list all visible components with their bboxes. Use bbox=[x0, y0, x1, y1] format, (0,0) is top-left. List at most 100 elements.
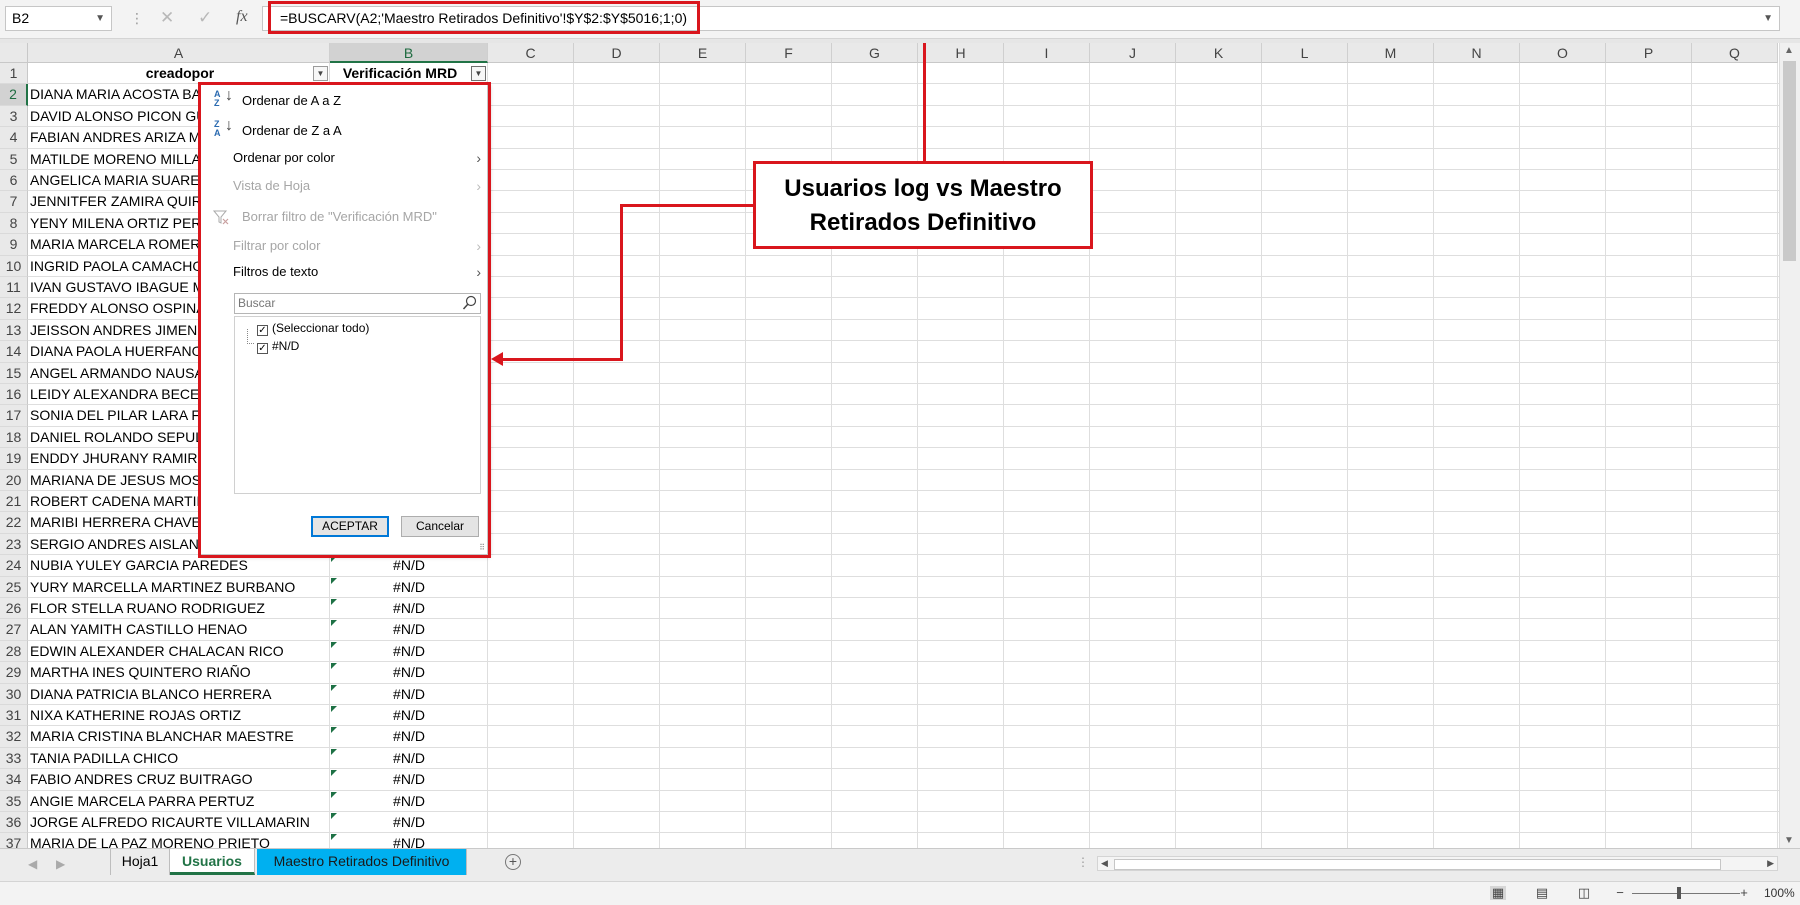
column-header-b[interactable]: B bbox=[330, 43, 488, 63]
row-header[interactable]: 37 bbox=[0, 833, 28, 848]
scroll-up-icon[interactable]: ▲ bbox=[1784, 45, 1794, 56]
ok-button[interactable]: ACEPTAR bbox=[311, 516, 389, 537]
column-header-d[interactable]: D bbox=[574, 43, 660, 63]
tab-usuarios[interactable]: Usuarios bbox=[170, 849, 255, 875]
cell-creadopor[interactable]: JEISSON ANDRES JIMENEZ bbox=[30, 321, 216, 338]
horizontal-scrollbar[interactable]: ◀ ▶ bbox=[1097, 856, 1778, 871]
row-header[interactable]: 3 bbox=[0, 105, 28, 128]
cell-verificacion[interactable]: #N/D bbox=[393, 728, 425, 745]
confirm-entry-icon[interactable]: ✓ bbox=[198, 8, 213, 27]
row-header[interactable]: 24 bbox=[0, 555, 28, 577]
row-header[interactable]: 35 bbox=[0, 790, 28, 812]
zoom-slider[interactable] bbox=[1632, 893, 1740, 894]
row-header[interactable]: 19 bbox=[0, 448, 28, 470]
cell-verificacion[interactable]: #N/D bbox=[393, 621, 425, 638]
cell-creadopor[interactable]: MARIBI HERRERA CHAVEZ bbox=[30, 514, 210, 531]
cell-creadopor[interactable]: FLOR STELLA RUANO RODRIGUEZ bbox=[30, 600, 265, 616]
cell-creadopor[interactable]: DIANA MARIA ACOSTA BA bbox=[30, 86, 201, 103]
scroll-down-icon[interactable]: ▼ bbox=[1784, 835, 1794, 846]
row-header[interactable]: 23 bbox=[0, 533, 28, 556]
error-indicator-icon[interactable] bbox=[331, 813, 337, 819]
scroll-right-icon[interactable]: ▶ bbox=[1767, 858, 1774, 868]
select-all-checkbox-item[interactable]: ✓(Seleccionar todo) bbox=[257, 321, 370, 336]
error-indicator-icon[interactable] bbox=[331, 748, 337, 755]
row-header[interactable]: 11 bbox=[0, 277, 28, 299]
cell-verificacion[interactable]: #N/D bbox=[393, 578, 425, 595]
cell-verificacion[interactable]: #N/D bbox=[393, 749, 425, 766]
row-header[interactable]: 20 bbox=[0, 469, 28, 491]
error-indicator-icon[interactable] bbox=[331, 834, 337, 841]
row-header[interactable]: 36 bbox=[0, 812, 28, 834]
page-layout-icon[interactable]: ▤ bbox=[1535, 885, 1549, 900]
cell-creadopor[interactable]: LEIDY ALEXANDRA BECERI bbox=[30, 386, 214, 402]
row-header[interactable]: 9 bbox=[0, 234, 28, 256]
row-header[interactable]: 30 bbox=[0, 683, 28, 705]
scroll-left-icon[interactable]: ◀ bbox=[1101, 858, 1108, 868]
zoom-in-icon[interactable]: + bbox=[1740, 885, 1748, 900]
row-header[interactable]: 14 bbox=[0, 341, 28, 363]
text-filters-item[interactable]: Filtros de texto › bbox=[201, 259, 487, 285]
checkbox-checked-icon[interactable]: ✓ bbox=[257, 343, 268, 354]
tab-maestro-retirados[interactable]: Maestro Retirados Definitivo bbox=[257, 849, 467, 875]
error-indicator-icon[interactable] bbox=[331, 620, 337, 627]
column-header-i[interactable]: I bbox=[1004, 43, 1090, 63]
cell-creadopor[interactable]: JENNITFER ZAMIRA QUIRO bbox=[30, 193, 213, 210]
error-indicator-icon[interactable] bbox=[331, 641, 337, 648]
zoom-level[interactable]: 100% bbox=[1764, 886, 1795, 900]
cell-creadopor[interactable]: DIANA PATRICIA BLANCO HERRERA bbox=[30, 685, 272, 702]
row-header[interactable]: 25 bbox=[0, 576, 28, 598]
cell-creadopor[interactable]: ANGEL ARMANDO NAUSA bbox=[30, 364, 204, 381]
row-header[interactable]: 4 bbox=[0, 127, 28, 149]
cell-creadopor[interactable]: MATILDE MORENO MILLAN bbox=[30, 150, 211, 167]
cell-creadopor[interactable]: SERGIO ANDRES AISLANT bbox=[30, 535, 208, 552]
row-header[interactable]: 32 bbox=[0, 726, 28, 748]
row-header[interactable]: 17 bbox=[0, 405, 28, 427]
column-header-m[interactable]: M bbox=[1348, 43, 1434, 63]
cell-creadopor[interactable]: DANIEL ROLANDO SEPULV bbox=[30, 428, 212, 445]
row-header[interactable]: 34 bbox=[0, 769, 28, 791]
header-cell-creadopor[interactable]: creadopor bbox=[145, 65, 215, 81]
cancel-entry-icon[interactable]: ✕ bbox=[160, 8, 175, 27]
vertical-scrollbar[interactable]: ▲ ▼ bbox=[1779, 43, 1800, 848]
filter-dropdown-a-icon[interactable]: ▼ bbox=[313, 66, 328, 81]
name-box[interactable]: B2 ▼ bbox=[5, 6, 112, 31]
row-header[interactable]: 31 bbox=[0, 705, 28, 727]
cell-creadopor[interactable]: DIANA PAOLA HUERFANO bbox=[30, 343, 203, 360]
page-break-icon[interactable]: ◫ bbox=[1577, 885, 1591, 900]
cell-creadopor[interactable]: TANIA PADILLA CHICO bbox=[30, 749, 179, 766]
tab-split-grip-icon[interactable]: ⋮ bbox=[1077, 855, 1089, 869]
next-sheet-icon[interactable]: ▶ bbox=[56, 857, 66, 871]
cell-creadopor[interactable]: ANGIE MARCELA PARRA PERTUZ bbox=[30, 792, 255, 809]
row-header[interactable]: 33 bbox=[0, 747, 28, 770]
cell-creadopor[interactable]: YURY MARCELLA MARTINEZ BURBANO bbox=[30, 578, 296, 595]
cell-verificacion[interactable]: #N/D bbox=[393, 557, 425, 574]
cell-verificacion[interactable]: #N/D bbox=[393, 814, 425, 830]
column-header-e[interactable]: E bbox=[660, 43, 746, 63]
cell-creadopor[interactable]: MARIA CRISTINA BLANCHAR MAESTRE bbox=[30, 728, 294, 745]
cell-creadopor[interactable]: ANGELICA MARIA SUAREZ bbox=[30, 172, 209, 188]
error-indicator-icon[interactable] bbox=[331, 599, 337, 605]
error-indicator-icon[interactable] bbox=[331, 770, 337, 777]
cell-creadopor[interactable]: SONIA DEL PILAR LARA FO bbox=[30, 407, 211, 424]
column-header-a[interactable]: A bbox=[28, 43, 330, 63]
cell-creadopor[interactable]: JORGE ALFREDO RICAURTE VILLAMARIN bbox=[30, 814, 310, 830]
value-checkbox-item[interactable]: ✓#N/D bbox=[257, 339, 300, 354]
row-header[interactable]: 29 bbox=[0, 662, 28, 684]
cell-creadopor[interactable]: MARIA DE LA PAZ MORENO PRIETO bbox=[30, 835, 270, 848]
formula-input[interactable]: =BUSCARV(A2;'Maestro Retirados Definitiv… bbox=[262, 6, 1780, 31]
row-header[interactable]: 27 bbox=[0, 619, 28, 641]
header-cell-verificacion[interactable]: Verificación MRD bbox=[342, 65, 458, 81]
cell-creadopor[interactable]: NIXA KATHERINE ROJAS ORTIZ bbox=[30, 707, 242, 723]
filter-values-list[interactable]: ✓(Seleccionar todo) ✓#N/D bbox=[234, 316, 481, 494]
column-header-h[interactable]: H bbox=[918, 43, 1004, 63]
row-header[interactable]: 1 bbox=[0, 63, 28, 85]
error-indicator-icon[interactable] bbox=[331, 684, 337, 691]
row-header[interactable]: 15 bbox=[0, 362, 28, 384]
cell-creadopor[interactable]: MARIANA DE JESUS MOSC bbox=[30, 471, 212, 488]
row-header[interactable]: 12 bbox=[0, 298, 28, 320]
cell-creadopor[interactable]: FABIO ANDRES CRUZ BUITRAGO bbox=[30, 771, 253, 788]
row-header[interactable]: 10 bbox=[0, 255, 28, 277]
cell-creadopor[interactable]: DAVID ALONSO PICON GU bbox=[30, 107, 207, 124]
column-header-p[interactable]: P bbox=[1606, 43, 1692, 63]
column-header-n[interactable]: N bbox=[1434, 43, 1520, 63]
